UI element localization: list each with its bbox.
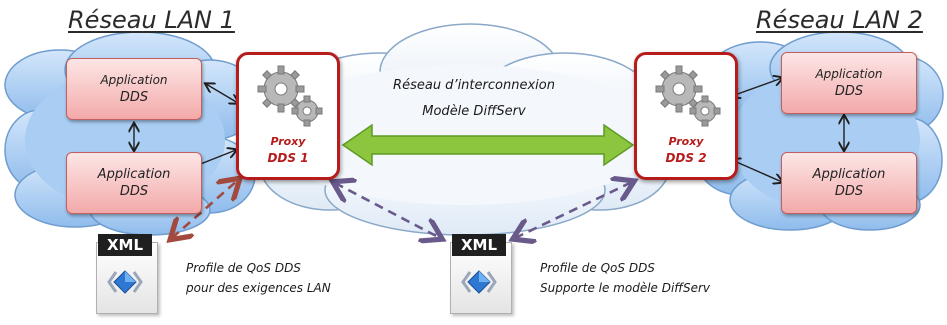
app-label-line2: DDS: [834, 84, 864, 99]
arrow-proxy2-app4: [732, 160, 782, 182]
xml2-note: Profile de QoS DDS Supporte le modèle Di…: [540, 258, 710, 298]
proxy-label-line2: DDS 1: [267, 151, 309, 165]
proxy-label-line2: DDS 2: [665, 151, 707, 165]
xml-tag: XML: [452, 234, 506, 256]
note-line1: Profile de QoS DDS: [186, 261, 301, 275]
xml-badge-icon: [107, 270, 143, 294]
core-caption-line2: Modèle DiffServ: [422, 104, 526, 119]
lan1-app-bottom: Application DDS: [66, 152, 202, 214]
app-label-line1: Application: [815, 67, 883, 81]
app-label-line1: Application: [100, 73, 168, 87]
app-label-line2: DDS: [119, 90, 149, 105]
app-label-line2: DDS: [834, 184, 864, 199]
xml-file-icon: XML: [92, 232, 162, 316]
app-label-line1: Application: [97, 167, 171, 182]
note-line1: Profile de QoS DDS: [540, 261, 655, 275]
dashed-arrow-xml2-proxy2: [515, 182, 632, 238]
xml-tag: XML: [98, 234, 152, 256]
proxy-dds-1: Proxy DDS 1: [236, 52, 340, 180]
lan2-title: Réseau LAN 2: [756, 6, 923, 34]
lan1-title: Réseau LAN 1: [68, 6, 235, 34]
xml-file-icon: XML: [446, 232, 516, 316]
lan2-app-top: Application DDS: [781, 52, 917, 114]
xml1-note: Profile de QoS DDS pour des exigences LA…: [186, 258, 331, 298]
app-label-line1: Application: [812, 167, 886, 182]
note-line2: Supporte le modèle DiffServ: [540, 281, 710, 295]
xml-badge-icon: [461, 270, 497, 294]
proxy-label-line1: Proxy: [668, 135, 704, 148]
gear-icon: [655, 65, 721, 127]
green-double-arrow: [341, 123, 635, 167]
core-caption-line1: Réseau d’interconnexion: [393, 78, 555, 93]
arrow-app1-proxy1: [206, 84, 238, 103]
gear-icon: [257, 65, 323, 127]
arrow-proxy2-app3: [732, 78, 782, 96]
note-line2: pour des exigences LAN: [186, 281, 331, 295]
lan2-app-bottom: Application DDS: [781, 152, 917, 214]
dashed-arrow-xml2-proxy1: [335, 183, 440, 238]
proxy-label-line1: Proxy: [270, 135, 306, 148]
app-label-line2: DDS: [119, 184, 149, 199]
lan1-app-top: Application DDS: [66, 58, 202, 120]
proxy-dds-2: Proxy DDS 2: [634, 52, 738, 180]
